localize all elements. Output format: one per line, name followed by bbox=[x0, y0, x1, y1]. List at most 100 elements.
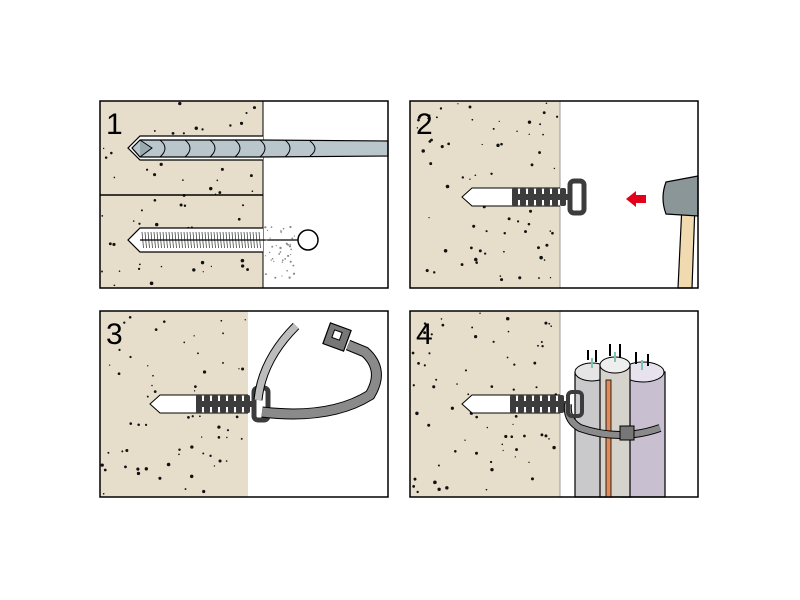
speckle bbox=[209, 186, 213, 191]
speckle bbox=[144, 423, 148, 426]
speckle bbox=[151, 384, 153, 387]
speckle bbox=[447, 142, 450, 146]
speckle bbox=[271, 257, 274, 260]
speckle bbox=[100, 463, 104, 467]
speckle bbox=[289, 260, 292, 263]
hammer-icon bbox=[662, 175, 699, 289]
speckle bbox=[117, 372, 121, 376]
speckle bbox=[518, 276, 522, 280]
speckle bbox=[201, 436, 203, 438]
speckle bbox=[101, 215, 104, 217]
speckle bbox=[428, 352, 431, 355]
speckle bbox=[191, 415, 194, 418]
speckle bbox=[225, 460, 228, 462]
speckle bbox=[423, 331, 427, 335]
speckle bbox=[523, 434, 526, 438]
speckle bbox=[193, 390, 196, 392]
cleaning-brush bbox=[140, 229, 319, 251]
speckle bbox=[268, 251, 271, 254]
speckle bbox=[475, 415, 479, 419]
speckle bbox=[481, 143, 483, 146]
speckle bbox=[428, 217, 430, 219]
speckle bbox=[553, 167, 556, 170]
speckle bbox=[461, 176, 465, 179]
speckle bbox=[200, 260, 205, 265]
speckle bbox=[469, 246, 473, 250]
speckle bbox=[274, 276, 277, 279]
speckle bbox=[102, 147, 105, 150]
speckle bbox=[285, 242, 288, 245]
speckle bbox=[222, 361, 224, 364]
speckle bbox=[197, 352, 199, 355]
speckle bbox=[107, 451, 110, 454]
speckle bbox=[264, 226, 267, 229]
speckle bbox=[184, 488, 187, 490]
speckle bbox=[129, 422, 133, 425]
speckle bbox=[108, 242, 112, 246]
speckle bbox=[125, 448, 129, 452]
cable-tie bbox=[253, 322, 382, 420]
speckle bbox=[412, 484, 416, 488]
speckle bbox=[229, 124, 232, 127]
speckle bbox=[464, 439, 466, 441]
speckle bbox=[416, 490, 419, 494]
speckle bbox=[512, 423, 514, 425]
speckle bbox=[103, 468, 107, 472]
speckle bbox=[443, 249, 448, 253]
speckle bbox=[416, 127, 419, 129]
speckle bbox=[505, 316, 510, 321]
speckle bbox=[149, 281, 154, 286]
speckle bbox=[427, 117, 429, 120]
speckle bbox=[435, 116, 438, 119]
speckle bbox=[496, 143, 500, 148]
speckle bbox=[193, 335, 195, 337]
speckle bbox=[552, 445, 556, 450]
speckle bbox=[182, 179, 184, 181]
speckle bbox=[275, 244, 277, 247]
speckle bbox=[492, 340, 495, 343]
speckle bbox=[159, 162, 163, 166]
speckle bbox=[287, 254, 290, 258]
speckle bbox=[529, 209, 533, 213]
speckle bbox=[240, 264, 245, 268]
speckle bbox=[530, 163, 534, 167]
speckle bbox=[235, 415, 239, 419]
step-3-panel: 3 bbox=[99, 310, 389, 498]
speckle bbox=[539, 255, 543, 260]
speckle bbox=[239, 121, 244, 125]
speckle bbox=[527, 222, 531, 226]
speckle bbox=[121, 450, 124, 453]
speckle bbox=[538, 277, 540, 279]
speckle bbox=[490, 385, 494, 388]
speckle bbox=[279, 246, 282, 250]
speckle bbox=[244, 319, 246, 321]
speckle bbox=[240, 258, 245, 263]
speckle bbox=[544, 321, 548, 325]
speckle bbox=[415, 411, 419, 416]
speckle bbox=[464, 369, 468, 372]
speckle bbox=[137, 423, 140, 427]
speckle bbox=[530, 477, 534, 481]
speckle bbox=[492, 127, 495, 130]
speckle bbox=[281, 261, 284, 263]
speckle bbox=[423, 364, 426, 367]
speckle bbox=[216, 179, 219, 182]
speckle bbox=[421, 149, 425, 153]
speckle bbox=[474, 174, 477, 177]
speckle bbox=[183, 341, 186, 344]
speckle bbox=[417, 118, 420, 122]
speckle bbox=[484, 252, 487, 255]
speckle bbox=[249, 174, 253, 178]
step-2-panel: 2 bbox=[409, 100, 699, 289]
speckle bbox=[428, 140, 432, 143]
speckle bbox=[456, 383, 458, 385]
speckle bbox=[440, 145, 444, 149]
speckle bbox=[537, 344, 539, 347]
speckle bbox=[226, 436, 228, 439]
speckle bbox=[289, 253, 292, 256]
speckle bbox=[445, 486, 449, 490]
speckle bbox=[194, 385, 197, 388]
speckle bbox=[542, 133, 544, 136]
speckle bbox=[440, 318, 443, 320]
speckle bbox=[153, 173, 157, 177]
